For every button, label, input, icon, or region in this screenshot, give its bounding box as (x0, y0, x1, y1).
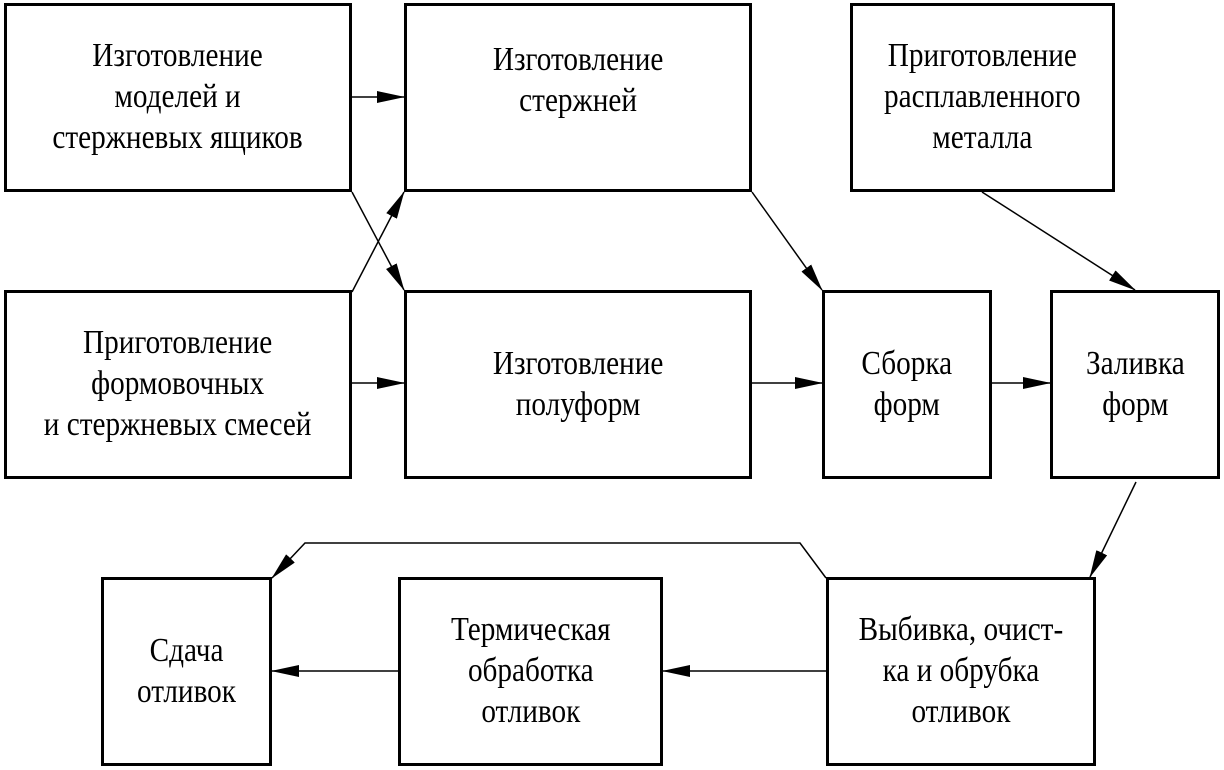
box-mold-pouring: Заливка форм (1050, 290, 1220, 479)
box-heat-treatment: Термическая обработка отливок (398, 577, 663, 766)
box-label: Изготовление полуформ (492, 344, 664, 423)
box-label: Изготовление моделей и стержневых ящиков (52, 37, 304, 156)
box-label: Заливка форм (1085, 344, 1185, 423)
box-label: Сборка форм (861, 344, 953, 423)
box-knockout-cleaning: Выбивка, очист- ка и обрубка отливок (826, 577, 1096, 766)
box-models-and-core-boxes: Изготовление моделей и стержневых ящиков (4, 3, 352, 192)
arrow-pouring-to-knockout (1089, 481, 1137, 578)
arrow-knockout-to-delivery (271, 542, 827, 579)
box-label: Термическая обработка отливок (450, 611, 611, 730)
box-molten-metal: Приготовление расплавленного металла (850, 3, 1115, 192)
box-label: Выбивка, очист- ка и обрубка отливок (858, 611, 1064, 730)
box-mold-assembly: Сборка форм (822, 290, 992, 479)
box-core-making: Изготовление стержней (404, 3, 752, 192)
box-label: Изготовление стержней (492, 41, 664, 119)
box-casting-delivery: Сдача отливок (101, 577, 272, 766)
box-label: Сдача отливок (137, 631, 236, 710)
box-half-molds: Изготовление полуформ (404, 290, 752, 479)
box-molding-mixtures: Приготовление формовочных и стержневых с… (4, 290, 352, 479)
arrow-mixtures-to-cores (351, 191, 405, 293)
box-label: Приготовление формовочных и стержневых с… (44, 324, 312, 443)
box-label: Приготовление расплавленного металла (884, 37, 1081, 156)
arrow-metal-to-pouring (981, 191, 1136, 291)
arrow-cores-to-assembly (751, 191, 823, 291)
